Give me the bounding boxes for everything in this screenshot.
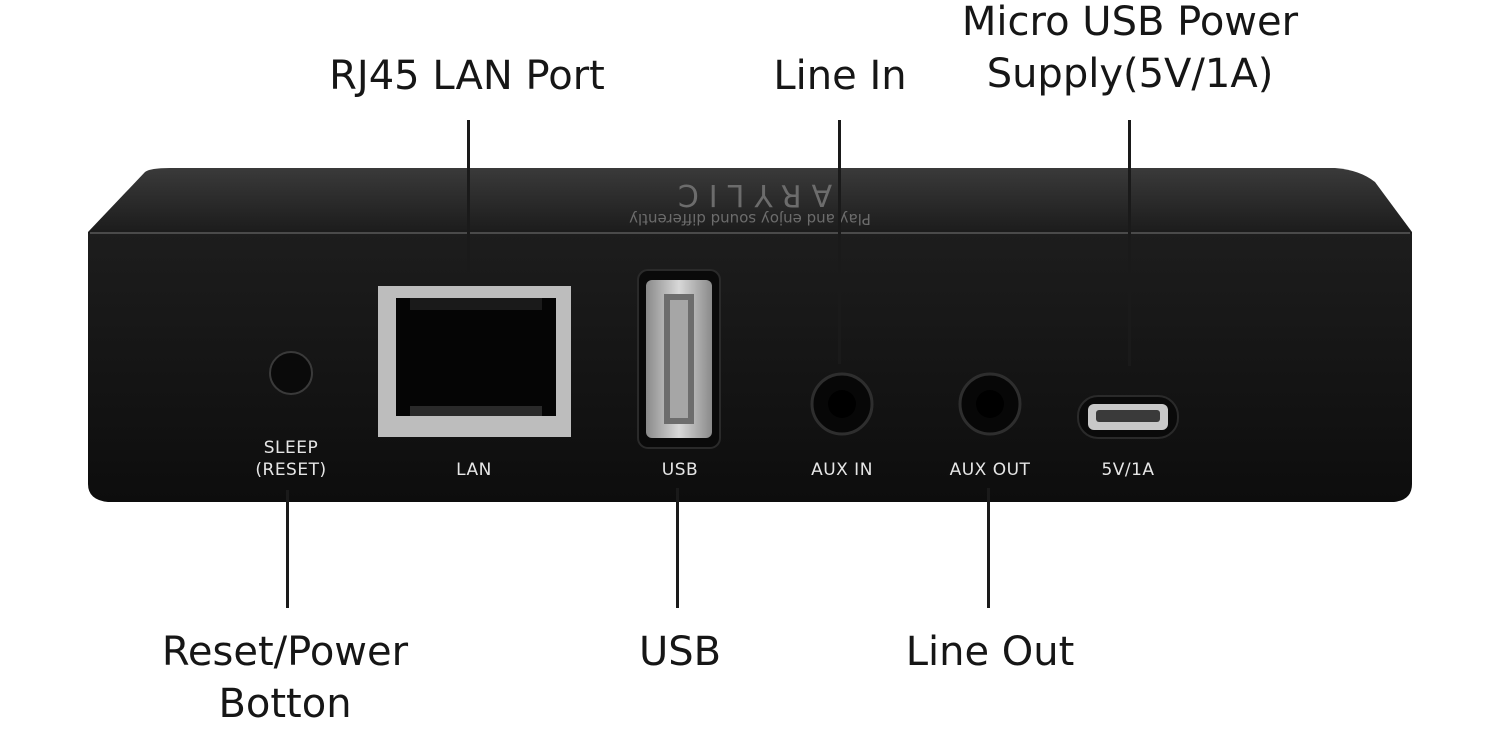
lan-port-shape	[378, 286, 571, 437]
micro-usb-port-shape	[1077, 395, 1179, 439]
leader-line-line-out	[987, 488, 990, 608]
brand-name: ARYLIC	[667, 177, 833, 212]
port-label-aux-out: AUX OUT	[949, 460, 1031, 480]
device-top-surface	[88, 168, 1412, 232]
callout-lan-port: RJ45 LAN Port	[329, 53, 605, 99]
leader-line-reset	[286, 490, 289, 608]
brand-logo: Play and enjoy sound differently ARYLIC	[520, 177, 980, 228]
leader-line-usb	[676, 488, 679, 608]
port-label-aux-in: AUX IN	[811, 460, 873, 480]
leader-line-lan	[467, 120, 470, 272]
leader-line-micro-usb	[1128, 120, 1131, 366]
brand-tagline: Play and enjoy sound differently	[629, 210, 871, 228]
callout-reset-power: Reset/Power Botton	[161, 629, 409, 727]
port-label-lan: LAN	[456, 460, 492, 480]
reset-button-shape	[269, 351, 313, 395]
callout-micro-usb: Micro USB Power Supply(5V/1A)	[961, 0, 1299, 97]
callout-line-out: Line Out	[905, 629, 1075, 675]
aux-in-jack-shape	[810, 372, 874, 436]
port-label-power: 5V/1A	[1101, 460, 1155, 480]
callout-usb: USB	[638, 629, 722, 675]
callout-line-in: Line In	[773, 53, 907, 99]
aux-out-jack-shape	[958, 372, 1022, 436]
leader-line-line-in	[838, 120, 841, 364]
usb-port-shape	[637, 269, 721, 449]
port-label-usb: USB	[661, 460, 699, 480]
port-label-sleep: SLEEP (RESET)	[255, 438, 327, 480]
